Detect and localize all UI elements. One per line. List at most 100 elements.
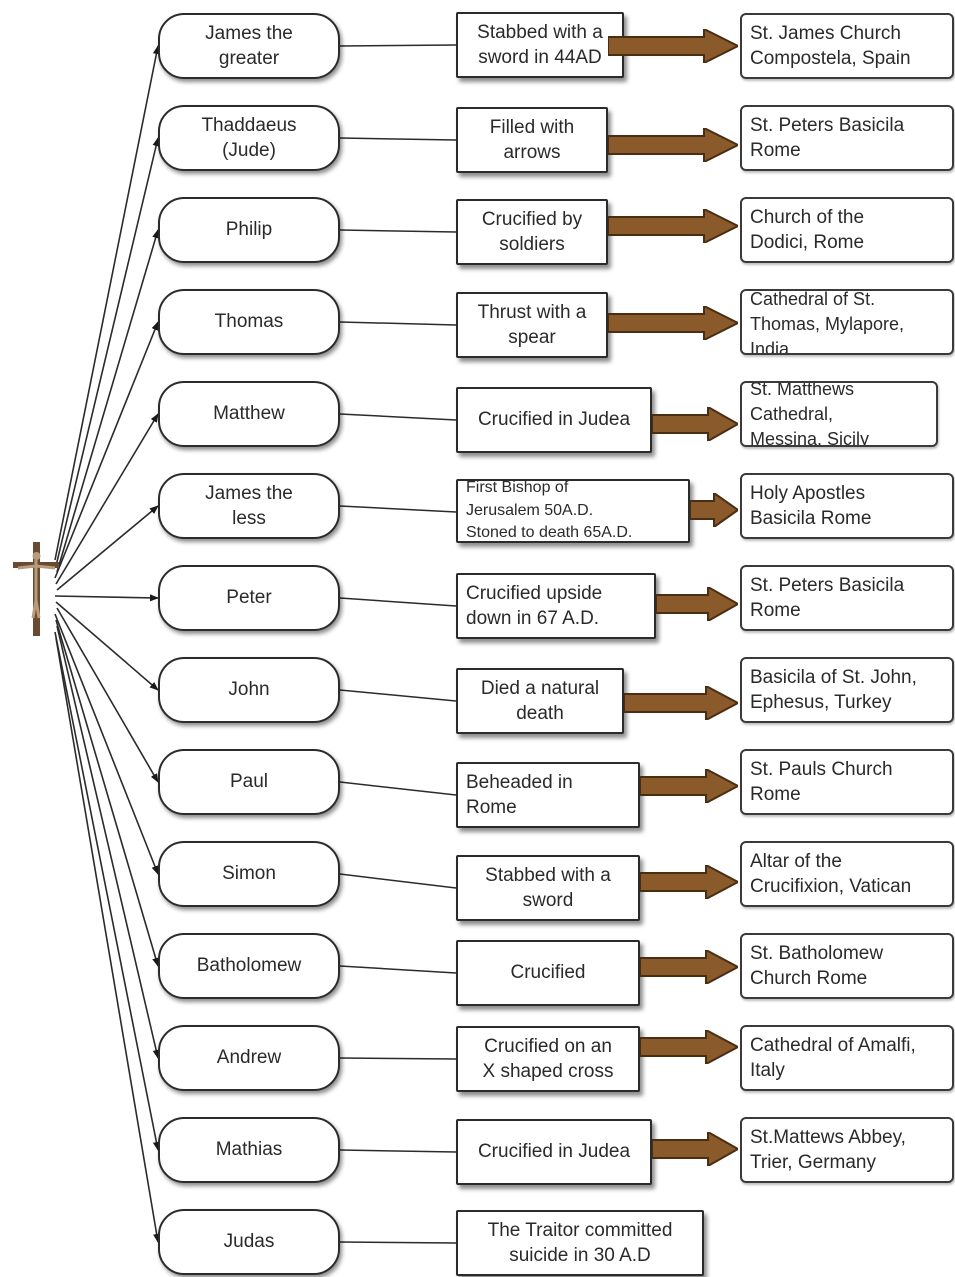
- death-node-paul: Beheaded in Rome: [456, 762, 640, 828]
- apostle-name: Thomas: [214, 311, 284, 333]
- death-text: Thrust with a spear: [477, 301, 587, 348]
- death-node-john: Died a natural death: [456, 668, 624, 734]
- burial-node-philip: Church of the Dodici, Rome: [740, 197, 954, 263]
- connector-link-line: [339, 873, 457, 889]
- death-node-thaddaeus: Filled with arrows: [456, 107, 608, 173]
- connector-link-line: [339, 597, 457, 607]
- arrow-right-icon: [608, 209, 738, 243]
- connector-fan-line: [56, 625, 160, 1059]
- apostle-node-james-the-less: James the less: [158, 473, 340, 539]
- apostle-node-andrew: Andrew: [158, 1025, 340, 1091]
- connector-fan-line: [55, 619, 160, 967]
- death-text: Crucified on an X shaped cross: [482, 1035, 614, 1082]
- connector-fan-line: [56, 229, 160, 573]
- death-text: The Traitor committed suicide in 30 A.D: [487, 1219, 673, 1266]
- death-node-peter: Crucified upside down in 67 A.D.: [456, 573, 656, 639]
- death-text: Stabbed with a sword in 44AD: [477, 21, 603, 68]
- connector-link-line: [339, 1057, 457, 1060]
- connector-fan-line: [55, 637, 161, 1243]
- connector-link-line: [339, 781, 457, 796]
- connector-fan-line: [55, 413, 159, 585]
- death-node-james-the-less: First Bishop of Jerusalem 50A.D. Stoned …: [456, 479, 690, 543]
- connector-fan-line: [54, 321, 159, 579]
- apostle-node-philip: Philip: [158, 197, 340, 263]
- burial-node-thomas: Cathedral of St. Thomas, Mylapore, India: [740, 289, 954, 355]
- connector-link-line: [339, 689, 457, 702]
- burial-node-batholomew: St. Batholomew Church Rome: [740, 933, 954, 999]
- death-text: Crucified by soldiers: [481, 208, 583, 255]
- burial-text: Basicila of St. John, Ephesus, Turkey: [750, 666, 917, 713]
- apostle-name: Judas: [223, 1231, 275, 1253]
- apostle-node-simon: Simon: [158, 841, 340, 907]
- burial-text: St. Matthews Cathedral, Messina, Sicily: [750, 381, 870, 447]
- death-node-simon: Stabbed with a sword: [456, 855, 640, 921]
- arrow-right-icon: [652, 407, 738, 441]
- connector-link-line: [339, 229, 457, 233]
- burial-text: St. Batholomew Church Rome: [750, 942, 884, 989]
- arrow-right-icon: [624, 686, 738, 720]
- connector-link-line: [339, 965, 457, 974]
- apostle-name: Batholomew: [196, 955, 302, 977]
- death-text: Stabbed with a sword: [485, 864, 611, 911]
- connector-link-line: [339, 413, 457, 421]
- burial-text: St. Peters Basicila Rome: [750, 574, 905, 621]
- burial-text: Holy Apostles Basicila Rome: [750, 482, 872, 529]
- apostle-name: Simon: [222, 863, 276, 885]
- apostle-name: Andrew: [216, 1047, 282, 1069]
- apostle-node-thaddaeus: Thaddaeus (Jude): [158, 105, 340, 171]
- apostle-node-james-the-greater: James the greater: [158, 13, 340, 79]
- connector-fan-line: [56, 607, 159, 783]
- death-node-judas: The Traitor committed suicide in 30 A.D: [456, 1210, 704, 1276]
- connector-fan-line: [54, 613, 159, 875]
- burial-node-james-the-less: Holy Apostles Basicila Rome: [740, 473, 954, 539]
- arrow-right-icon: [640, 769, 738, 803]
- burial-node-simon: Altar of the Crucifixion, Vatican: [740, 841, 954, 907]
- burial-text: St.Mattews Abbey, Trier, Germany: [750, 1126, 906, 1173]
- burial-text: Cathedral of St. Thomas, Mylapore, India: [750, 289, 905, 355]
- death-text: Crucified in Judea: [477, 409, 631, 431]
- apostle-name: John: [228, 679, 270, 701]
- death-text: Died a natural death: [480, 677, 600, 724]
- apostle-node-john: John: [158, 657, 340, 723]
- arrow-right-icon: [652, 1132, 738, 1166]
- death-text: First Bishop of Jerusalem 50A.D. Stoned …: [466, 479, 633, 542]
- connector-link-line: [339, 1149, 457, 1153]
- burial-text: St. Pauls Church Rome: [750, 758, 893, 805]
- apostle-name: Thaddaeus (Jude): [201, 114, 297, 161]
- arrow-right-icon: [608, 29, 738, 63]
- connector-fan-line: [55, 601, 159, 691]
- arrow-right-icon: [690, 493, 738, 527]
- connector-fan-line: [55, 137, 160, 567]
- apostle-name: Peter: [226, 587, 272, 609]
- crucifix-icon: [13, 542, 59, 636]
- connector-fan-line: [54, 45, 160, 561]
- death-text: Crucified: [510, 962, 586, 984]
- arrow-right-icon: [656, 587, 738, 621]
- apostle-name: Matthew: [213, 403, 285, 425]
- death-node-james-the-greater: Stabbed with a sword in 44AD: [456, 12, 624, 78]
- death-node-mathias: Crucified in Judea: [456, 1119, 652, 1185]
- burial-text: St. Peters Basicila Rome: [750, 114, 905, 161]
- death-node-thomas: Thrust with a spear: [456, 292, 608, 358]
- apostle-name: Paul: [229, 771, 269, 793]
- death-text: Beheaded in Rome: [466, 771, 573, 818]
- death-node-matthew: Crucified in Judea: [456, 387, 652, 453]
- apostle-node-paul: Paul: [158, 749, 340, 815]
- death-text: Crucified in Judea: [477, 1141, 631, 1163]
- death-node-philip: Crucified by soldiers: [456, 199, 608, 265]
- arrow-right-icon: [640, 1030, 738, 1064]
- connector-fan-line: [56, 505, 159, 591]
- apostle-name: James the less: [205, 482, 293, 529]
- connector-link-line: [339, 137, 457, 141]
- burial-node-john: Basicila of St. John, Ephesus, Turkey: [740, 657, 954, 723]
- burial-text: Altar of the Crucifixion, Vatican: [750, 850, 912, 897]
- connector-link-line: [339, 1241, 457, 1244]
- death-node-batholomew: Crucified: [456, 940, 640, 1006]
- arrow-right-icon: [608, 306, 738, 340]
- connector-fan-line: [54, 631, 160, 1151]
- apostle-node-matthew: Matthew: [158, 381, 340, 447]
- connector-link-line: [339, 505, 457, 513]
- burial-text: St. James Church Compostela, Spain: [750, 22, 911, 69]
